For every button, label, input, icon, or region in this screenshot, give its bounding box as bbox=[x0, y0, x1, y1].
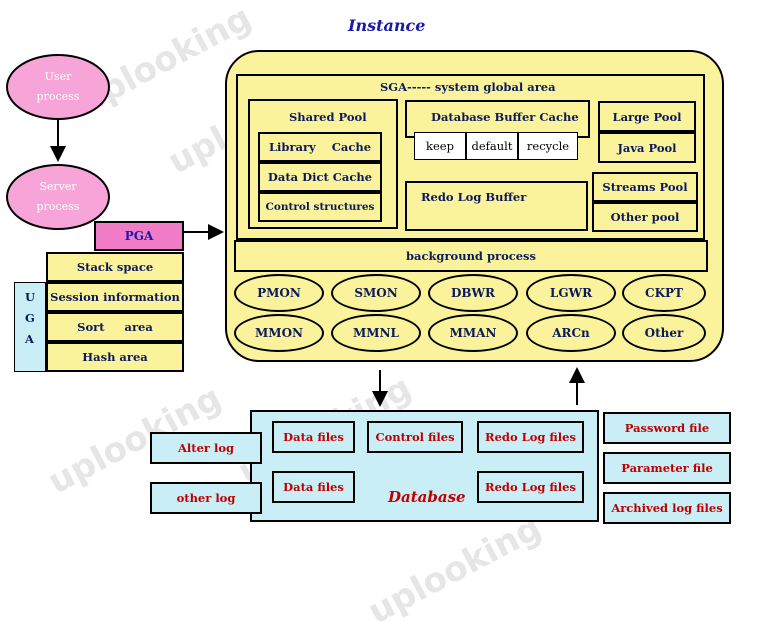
background-process-label: background process bbox=[405, 249, 537, 263]
process-lgwr: LGWR bbox=[526, 274, 616, 312]
process-mmon: MMON bbox=[234, 314, 324, 352]
stack-space-label: Stack space bbox=[76, 260, 154, 274]
process-dbwr: DBWR bbox=[428, 274, 518, 312]
process-arcn: ARCn bbox=[526, 314, 616, 352]
keep-label: keep bbox=[426, 139, 454, 153]
redo-log-files-label-2: Redo Log files bbox=[485, 480, 576, 494]
instance-title: Instance bbox=[348, 16, 426, 35]
mmnl-label: MMNL bbox=[353, 326, 399, 340]
redo-log-buffer-box bbox=[405, 181, 588, 231]
parameter-file-label: Parameter file bbox=[621, 461, 713, 475]
mmon-label: MMON bbox=[255, 326, 303, 340]
session-information-box: Session information bbox=[46, 282, 184, 312]
password-file-label: Password file bbox=[624, 421, 710, 435]
lgwr-label: LGWR bbox=[549, 286, 593, 300]
server-process-label: Server process bbox=[36, 180, 80, 213]
data-files-box-1: Data files bbox=[272, 421, 355, 453]
archived-log-files-box: Archived log files bbox=[603, 492, 731, 524]
recycle-label: recycle bbox=[526, 139, 570, 153]
archived-log-files-label: Archived log files bbox=[611, 501, 723, 515]
uga-letter-g: G bbox=[25, 311, 35, 325]
redo-log-files-box-2: Redo Log files bbox=[477, 471, 584, 503]
mman-label: MMAN bbox=[449, 326, 497, 340]
parameter-file-box: Parameter file bbox=[603, 452, 731, 484]
other-log-label: other log bbox=[176, 491, 236, 505]
pga-label: PGA bbox=[124, 229, 154, 243]
streams-pool-box: Streams Pool bbox=[592, 172, 698, 202]
password-file-box: Password file bbox=[603, 412, 731, 444]
control-structures-label: Control structures bbox=[265, 201, 375, 213]
hash-area-label: Hash area bbox=[82, 350, 148, 364]
sga-title: SGA----- system global area bbox=[380, 80, 556, 94]
ckpt-label: CKPT bbox=[645, 286, 683, 300]
default-box: default bbox=[466, 132, 518, 160]
redo-log-buffer-label: Redo Log Buffer bbox=[421, 190, 527, 204]
user-process-ellipse: User process bbox=[6, 54, 110, 120]
uga-box bbox=[14, 282, 46, 372]
control-structures-box: Control structures bbox=[258, 192, 382, 222]
data-dict-cache-box: Data Dict Cache bbox=[258, 162, 382, 192]
data-files-label-1: Data files bbox=[283, 430, 344, 444]
dbwr-label: DBWR bbox=[451, 286, 495, 300]
redo-log-files-box-1: Redo Log files bbox=[477, 421, 584, 453]
alter-log-label: Alter log bbox=[177, 441, 235, 455]
other-pool-box: Other pool bbox=[592, 202, 698, 232]
data-files-label-2: Data files bbox=[283, 480, 344, 494]
java-pool-box: Java Pool bbox=[598, 132, 696, 163]
process-ckpt: CKPT bbox=[622, 274, 706, 312]
keep-box: keep bbox=[414, 132, 466, 160]
stack-space-box: Stack space bbox=[46, 252, 184, 282]
other-pool-label: Other pool bbox=[610, 210, 680, 224]
hash-area-box: Hash area bbox=[46, 342, 184, 372]
data-dict-cache-label: Data Dict Cache bbox=[267, 170, 373, 184]
alter-log-box: Alter log bbox=[150, 432, 262, 464]
redo-log-files-label-1: Redo Log files bbox=[485, 430, 576, 444]
streams-pool-label: Streams Pool bbox=[602, 180, 688, 194]
process-mmnl: MMNL bbox=[331, 314, 421, 352]
large-pool-label: Large Pool bbox=[612, 109, 682, 124]
user-process-label: User process bbox=[36, 70, 80, 103]
pmon-label: PMON bbox=[257, 286, 301, 300]
process-smon: SMON bbox=[331, 274, 421, 312]
server-process-ellipse: Server process bbox=[6, 164, 110, 230]
java-pool-label: Java Pool bbox=[617, 140, 677, 155]
sort-area-label: Sort area bbox=[77, 320, 153, 334]
session-information-label: Session information bbox=[50, 290, 180, 304]
background-process-bar: background process bbox=[234, 240, 708, 272]
database-title: Database bbox=[388, 488, 466, 506]
pga-box: PGA bbox=[94, 221, 184, 251]
recycle-box: recycle bbox=[518, 132, 578, 160]
data-files-box-2: Data files bbox=[272, 471, 355, 503]
buffer-cache-title: Database Buffer Cache bbox=[431, 110, 579, 124]
buffer-cache-box bbox=[405, 100, 590, 138]
smon-label: SMON bbox=[354, 286, 398, 300]
other-log-box: other log bbox=[150, 482, 262, 514]
library-cache-box: Library Cache bbox=[258, 132, 382, 162]
library-cache-label: Library Cache bbox=[268, 140, 372, 154]
process-other: Other bbox=[622, 314, 706, 352]
arrows-layer bbox=[50, 120, 585, 407]
control-files-box: Control files bbox=[367, 421, 463, 453]
control-files-label: Control files bbox=[375, 430, 455, 444]
shared-pool-title: Shared Pool bbox=[289, 110, 367, 124]
process-mman: MMAN bbox=[428, 314, 518, 352]
other-process-label: Other bbox=[644, 326, 684, 340]
arcn-label: ARCn bbox=[552, 326, 590, 340]
large-pool-box: Large Pool bbox=[598, 101, 696, 132]
default-label: default bbox=[471, 139, 513, 153]
uga-letter-u: U bbox=[25, 290, 36, 304]
uga-letter-a: A bbox=[25, 332, 34, 346]
process-pmon: PMON bbox=[234, 274, 324, 312]
sort-area-box: Sort area bbox=[46, 312, 184, 342]
